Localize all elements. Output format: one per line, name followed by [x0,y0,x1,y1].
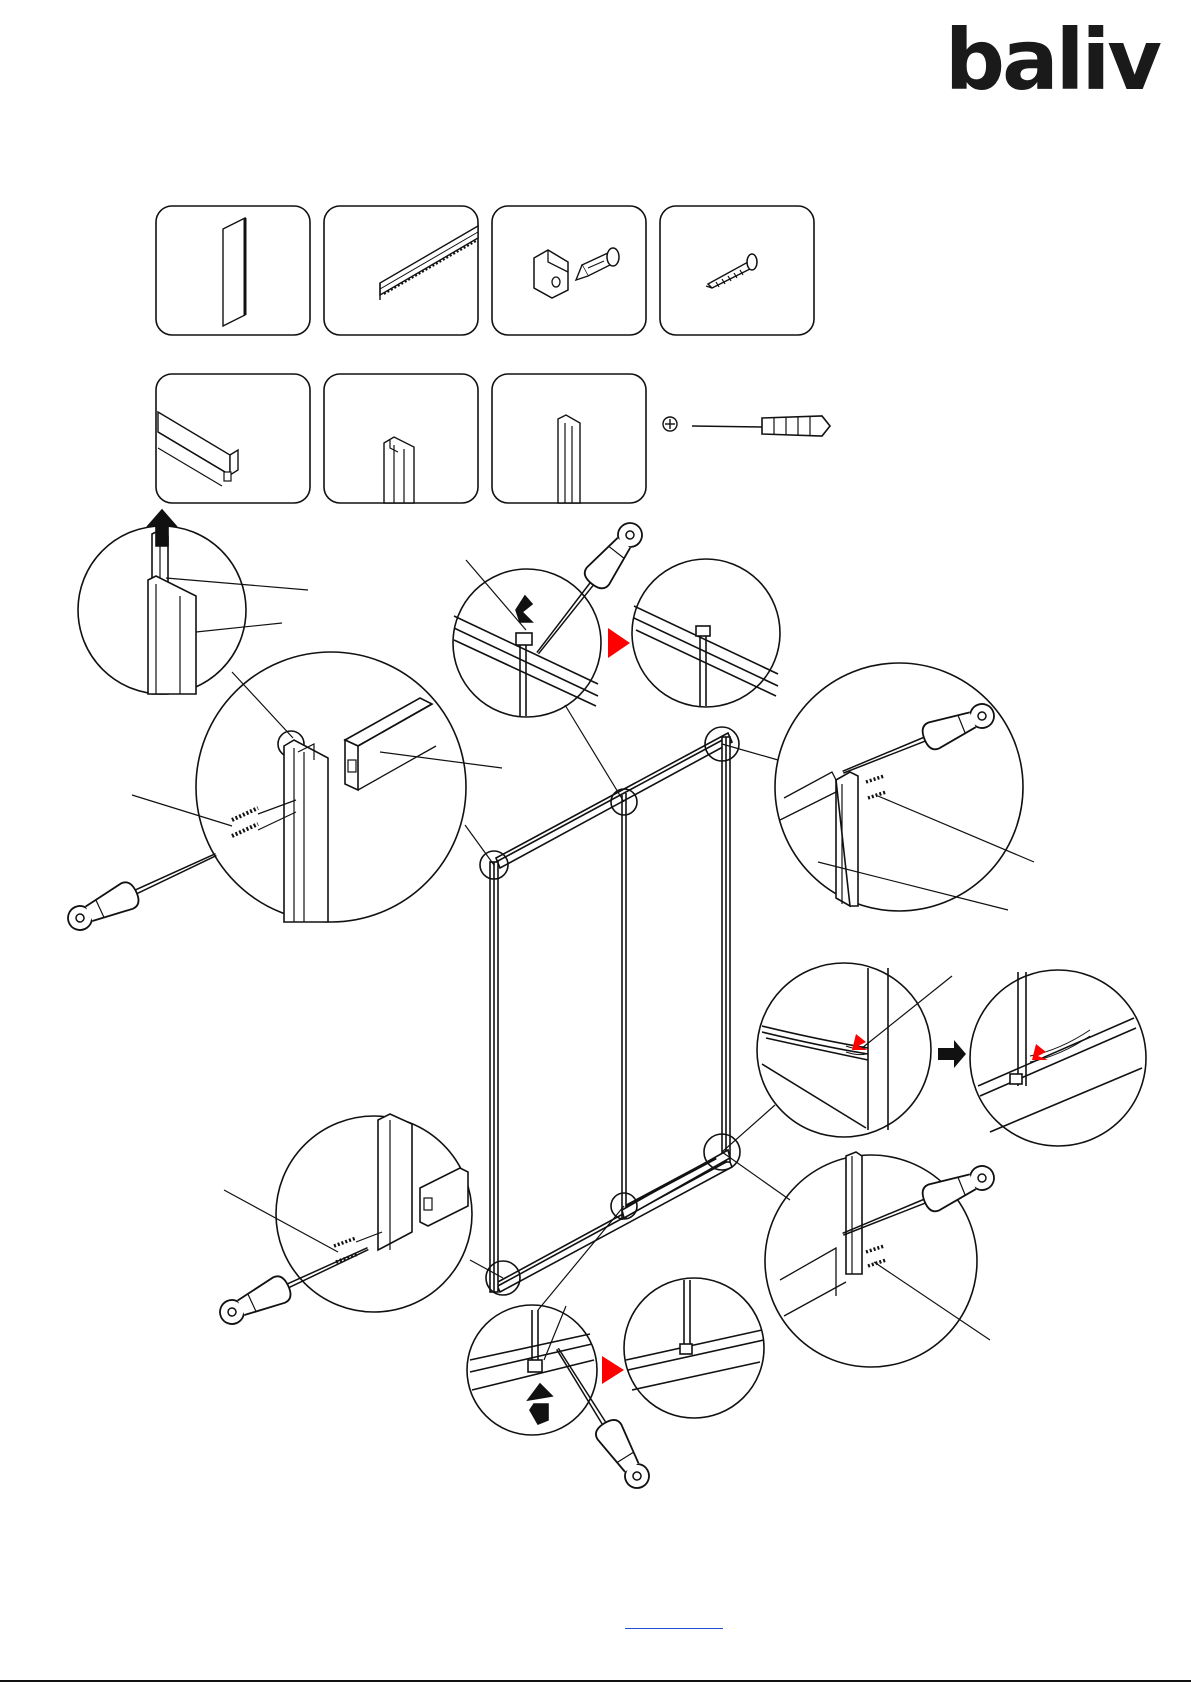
part-glass-panel [156,206,310,335]
footer-rule [0,1680,1191,1682]
screwdriver-left-bottom [215,1236,374,1330]
part-screw [660,206,814,335]
detail-seal-before [757,963,952,1137]
detail-right-top [775,663,1034,911]
detail-bottom-result [624,1278,764,1418]
screwdriver-bottom-middle [546,1341,656,1493]
screwdriver-right-top [838,699,999,786]
result-arrow-top [608,628,630,658]
shower-frame [480,727,740,1295]
detail-seal-after [970,970,1146,1146]
result-arrow-bottom [602,1356,624,1384]
footer-link[interactable] [625,1612,723,1629]
screwdriver-left-top [63,842,222,936]
phillips-screwdriver-icon [663,416,830,436]
detail-bottom-bracket [467,1305,597,1435]
detail-left-bottom [224,1114,472,1312]
part-vertical-profile-long [492,374,646,503]
part-seal-strip [324,206,478,335]
detail-top-result [632,559,780,707]
seal-result-arrow [938,1040,966,1068]
part-vertical-profile-short [324,374,478,503]
part-bracket-and-screw [492,206,646,335]
screwdriver-top-middle [527,517,649,662]
part-horizontal-profile [156,374,310,503]
detail-top-bracket [453,560,601,717]
detail-profile-insert [78,510,308,694]
